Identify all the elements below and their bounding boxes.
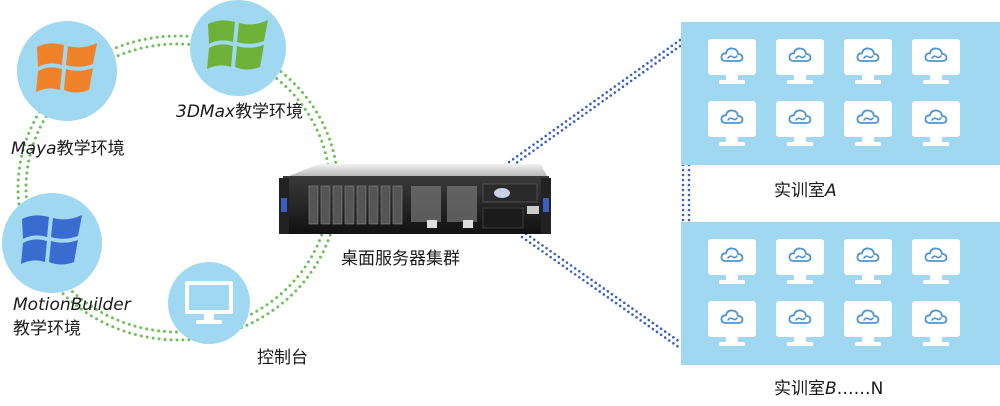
cloud-icon: [856, 47, 880, 62]
cloud-desktop-icon: [705, 98, 759, 148]
room-links: [503, 38, 691, 350]
cloud-desktop-icon: [909, 298, 963, 348]
cloud-icon: [788, 247, 812, 262]
cloud-icon: [856, 247, 880, 262]
cloud-icon: [924, 109, 948, 124]
cloud-icon: [924, 47, 948, 62]
cloud-desktop-icon: [909, 236, 963, 286]
cloud-desktop-icon: [705, 298, 759, 348]
cloud-icon: [720, 109, 744, 124]
windows-logo-icon: [207, 20, 268, 70]
maya-env-label: Maya教学环境: [11, 139, 125, 159]
windows-logo-icon: [21, 215, 82, 265]
cloud-desktop-icon: [705, 236, 759, 286]
cloud-desktop-icon: [909, 98, 963, 148]
cloud-desktop-icon: [705, 36, 759, 86]
cloud-desktop-icon: [841, 36, 895, 86]
cloud-icon: [788, 309, 812, 324]
maya-env-node: [17, 21, 117, 121]
terminal-grid: [705, 36, 963, 148]
cloud-desktop-icon: [841, 236, 895, 286]
cloud-icon: [788, 47, 812, 62]
cloud-icon: [856, 309, 880, 324]
monitor-icon: [185, 281, 233, 324]
3dmax-env-node: [190, 0, 286, 96]
cloud-desktop-icon: [773, 298, 827, 348]
cloud-desktop-icon: [841, 298, 895, 348]
training-room-b-panel: [681, 222, 1000, 365]
training-room-a-label: 实训室A: [774, 181, 837, 201]
terminal-grid: [705, 236, 963, 348]
cloud-desktop-icon: [773, 236, 827, 286]
cloud-icon: [924, 309, 948, 324]
motionbuilder-env-label: MotionBuilder 教学环境: [13, 295, 131, 339]
windows-logo-icon: [36, 43, 97, 93]
cloud-desktop-icon: [773, 36, 827, 86]
3dmax-env-label: 3DMax教学环境: [176, 102, 304, 122]
rack-server-icon: [279, 164, 551, 234]
cloud-icon: [856, 109, 880, 124]
server-cluster-label: 桌面服务器集群: [341, 249, 460, 269]
cloud-icon: [720, 247, 744, 262]
console-node: [168, 262, 250, 344]
motionbuilder-env-node: [2, 193, 102, 293]
cloud-desktop-icon: [841, 98, 895, 148]
training-room-b-label: 实训室B……N: [774, 379, 884, 399]
cloud-icon: [720, 47, 744, 62]
training-room-a-panel: [681, 22, 1000, 165]
console-label: 控制台: [257, 348, 308, 368]
cloud-desktop-icon: [773, 98, 827, 148]
cloud-icon: [720, 309, 744, 324]
cloud-icon: [788, 109, 812, 124]
cloud-desktop-icon: [909, 36, 963, 86]
cloud-icon: [924, 247, 948, 262]
